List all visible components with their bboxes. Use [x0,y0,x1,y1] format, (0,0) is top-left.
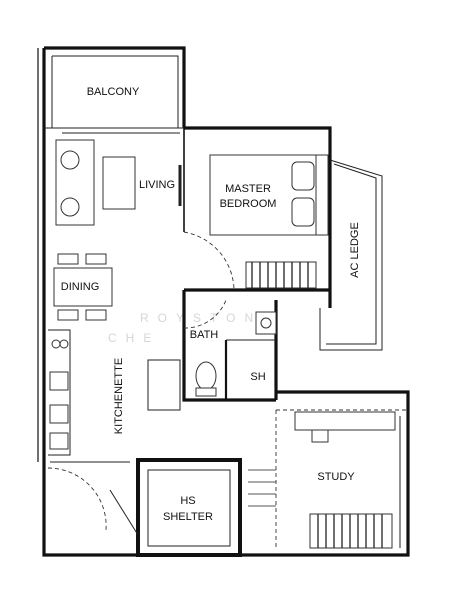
pillow-top [291,161,315,191]
basin-bowl [260,317,272,329]
study-desk [294,411,396,431]
shelter-door-leaf [109,489,139,536]
watermark: ROYSTON CHE [108,311,262,345]
bedroom-wardrobe [245,261,317,289]
label-balcony: BALCONY [87,86,140,98]
study-floor-steps [248,469,276,507]
hs-shelter-inner [147,469,231,547]
wall-hs-shelter [136,458,242,557]
label-study: STUDY [317,471,355,483]
sink [49,371,69,391]
room-labels: BALCONY LIVING MASTER BEDROOM AC LEDGE D… [61,86,361,523]
wardrobe-hangers [251,262,309,288]
bed-headboard [315,154,329,236]
coffee-table [102,156,136,210]
kitchen-ledge [147,359,181,411]
label-hs-line1: HS [180,495,195,507]
ac-ledge-inner [326,163,377,345]
label-kitchenette: KITCHENETTE [113,358,125,434]
stove-ring-2 [59,339,69,349]
wall-bedroom-outer [184,126,332,308]
doors [47,165,235,536]
wall-balcony [44,46,186,128]
ac-ledge-outline [319,159,383,351]
washer [49,432,69,450]
dining-chair-1 [57,253,79,265]
armchair-icon-bottom [60,197,80,217]
study-wardrobe [309,513,393,549]
label-shower: SH [250,371,265,383]
pillow-bottom [291,197,315,227]
dining-chair-3 [57,309,79,321]
label-master-line1: MASTER [225,183,271,195]
toilet [195,361,217,391]
fridge [49,404,69,424]
armchair-icon-top [60,150,80,170]
wall-study [240,390,410,557]
toilet-tank [195,387,217,397]
dining-table [53,267,113,307]
label-ac-ledge: AC LEDGE [349,222,361,278]
wall-entrance [42,462,138,557]
entrance-door-swing [47,467,107,531]
label-bath: BATH [190,329,219,341]
dining-chair-2 [85,253,107,265]
bedroom-door-swing [183,231,235,291]
label-living: LIVING [139,179,175,191]
watermark-line2: CHE [108,331,160,345]
label-master-line2: BEDROOM [220,198,277,210]
kitchen-counter [48,329,71,456]
label-dining: DINING [61,281,100,293]
study-wardrobe-hangers [317,514,383,548]
watermark-line1: ROYSTON [140,311,262,325]
label-hs-line2: SHELTER [163,511,213,523]
walls [37,46,410,557]
balcony-rail [52,55,179,128]
dining-chair-4 [85,309,107,321]
furniture [48,139,396,549]
study-chair [311,429,329,443]
wall-bath [182,290,276,402]
stove-ring-1 [51,339,61,349]
